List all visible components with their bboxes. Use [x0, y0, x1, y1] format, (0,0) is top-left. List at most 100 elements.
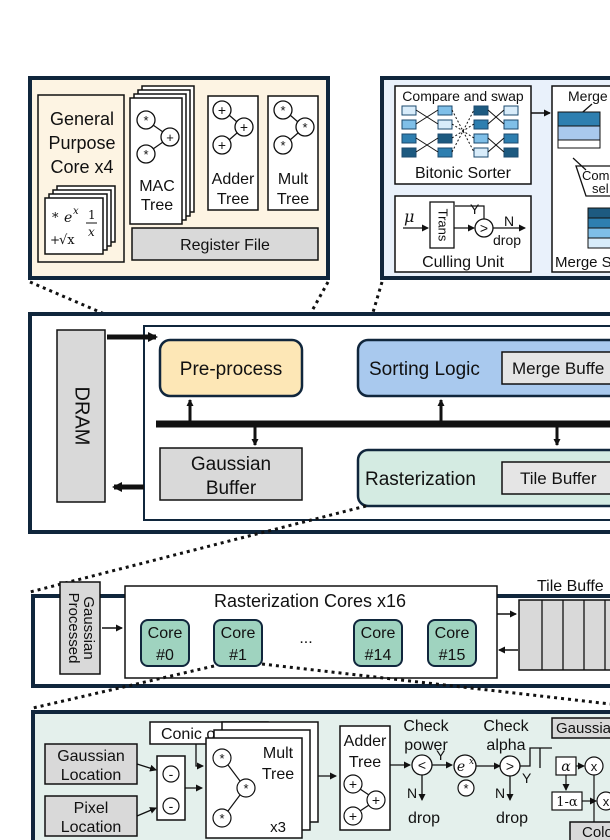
core-15: [427, 619, 477, 667]
bitonic-network: [401, 105, 519, 158]
blend-times-2: x: [603, 794, 610, 809]
tile-buffer-grid: [518, 599, 610, 671]
check-alpha-label-1: Check: [483, 718, 529, 735]
one-minus-alpha-label: 1-α: [556, 795, 578, 810]
bitonic-sorter-label: Bitonic Sorter: [415, 165, 512, 182]
pixel-location-label-1: Pixel: [74, 800, 109, 817]
gpc-panel: General Purpose Core x4 * e x 1 + √x x *…: [28, 76, 330, 280]
core-mult-label-2: Tree: [262, 766, 294, 783]
tile-buffer-box: [501, 461, 610, 495]
merge-label: Merge: [568, 88, 608, 104]
core-1-label-2: #1: [229, 647, 247, 664]
processed-label-2: Gaussian: [80, 596, 97, 659]
mac-op-1: *: [143, 113, 148, 128]
cull-n: N: [504, 213, 514, 229]
compare-sel-2: sel: [592, 181, 609, 196]
merge-sorter-label: Merge S: [555, 254, 610, 271]
trans-label: Trans: [436, 209, 451, 242]
gaussian-location-box: [44, 743, 138, 785]
core-0-label-1: Core: [148, 625, 183, 642]
sort-panel: Compare and swap: [380, 76, 610, 280]
processed-label-1: Processed: [65, 593, 82, 664]
register-file-label: Register File: [180, 237, 270, 254]
core-adder-op-3: +: [372, 792, 380, 808]
dram-block: [56, 329, 106, 503]
preprocess-label: Pre-process: [180, 359, 282, 380]
core-15-label-1: Core: [435, 625, 470, 642]
core-adder-label-1: Adder: [344, 733, 387, 750]
math-exp-base: e: [64, 210, 72, 226]
preprocess-block: [158, 338, 304, 398]
math-ops-card: [44, 197, 104, 255]
core-mult-label-1: Mult: [263, 745, 294, 762]
check-power-y: Y: [436, 747, 446, 763]
system-panel: DRAM Pre-process Sorting Logic Merge Buf…: [28, 312, 610, 534]
sorting-logic-label: Sorting Logic: [369, 359, 480, 380]
math-one: 1: [88, 208, 96, 222]
processed-gaussian-box: [59, 581, 101, 675]
adder-op-2: +: [218, 137, 226, 153]
core-14: [353, 619, 403, 667]
core-1-label-1: Core: [221, 625, 256, 642]
core-0: [140, 619, 190, 667]
rasterization-label: Rasterization: [365, 469, 476, 490]
check-alpha-drop: drop: [496, 810, 528, 827]
core-mult-op-3: *: [243, 781, 248, 796]
core-14-label-1: Core: [361, 625, 396, 642]
compare-swap-label: Compare and swap: [402, 88, 524, 104]
adder-tree-label-1: Adder: [212, 171, 255, 188]
merge-buffer-box: [501, 351, 610, 385]
check-power-op: <: [418, 757, 426, 773]
gaussian-cut-label: Gaussia: [556, 720, 610, 737]
exp-pow: x: [469, 757, 474, 767]
check-alpha-op: >: [506, 758, 514, 774]
adder-tree-label-2: Tree: [217, 191, 249, 208]
mult-tree-label-2: Tree: [277, 191, 309, 208]
sub-op-1: -: [169, 766, 174, 782]
dram-label: DRAM: [71, 387, 93, 446]
mu-label: μ: [404, 207, 414, 226]
mult-tree-label-1: Mult: [278, 171, 309, 188]
gpc-line-3: Core x4: [50, 157, 113, 177]
gpc-line-1: General: [50, 109, 114, 129]
gaussian-buffer-label-1: Gaussian: [191, 454, 271, 475]
core-adder-op-1: +: [349, 776, 357, 792]
compare-sel-1: Com: [582, 168, 609, 183]
cores-ellipsis: ...: [299, 630, 312, 647]
tile-buffer-cut-label: Tile Buffe: [537, 578, 604, 595]
gaussian-buffer-block: [159, 447, 303, 501]
core-adder-op-2: +: [349, 808, 357, 824]
mac-tree-label-2: Tree: [141, 197, 173, 214]
mult-op-1: *: [280, 103, 285, 118]
exp-mul-op: *: [463, 781, 468, 796]
adder-op-1: +: [218, 102, 226, 118]
check-alpha-n: N: [495, 785, 505, 801]
sub-op-2: -: [169, 798, 174, 814]
math-mul: *: [52, 211, 59, 226]
cores-title: Rasterization Cores x16: [214, 591, 406, 611]
math-sqrt: √x: [59, 233, 75, 248]
mac-op-2: *: [143, 147, 148, 162]
core-adder-label-2: Tree: [349, 754, 381, 771]
pixel-location-box: [44, 795, 138, 837]
mac-op-3: +: [166, 130, 174, 145]
cull-compare: >: [480, 220, 488, 236]
tile-buffer-label: Tile Buffer: [520, 469, 597, 488]
core-detail-panel: Gaussian Location Pixel Location - - Con…: [31, 710, 610, 840]
math-frac-x: x: [88, 225, 95, 239]
core-mult-op-2: *: [219, 811, 224, 826]
mult-op-2: *: [280, 138, 285, 153]
gpc-line-2: Purpose: [48, 133, 115, 153]
check-alpha-y: Y: [522, 770, 532, 786]
core-14-label-2: #14: [365, 647, 392, 664]
check-power-drop: drop: [408, 810, 440, 827]
check-power-n: N: [407, 785, 417, 801]
math-exp-pow: x: [73, 206, 79, 217]
exp-base: e: [457, 759, 465, 775]
math-plus: +: [50, 233, 60, 247]
register-file: [131, 227, 319, 261]
core-1: [213, 619, 263, 667]
pixel-location-label-2: Location: [61, 819, 122, 836]
core-mult-op-1: *: [219, 751, 224, 766]
